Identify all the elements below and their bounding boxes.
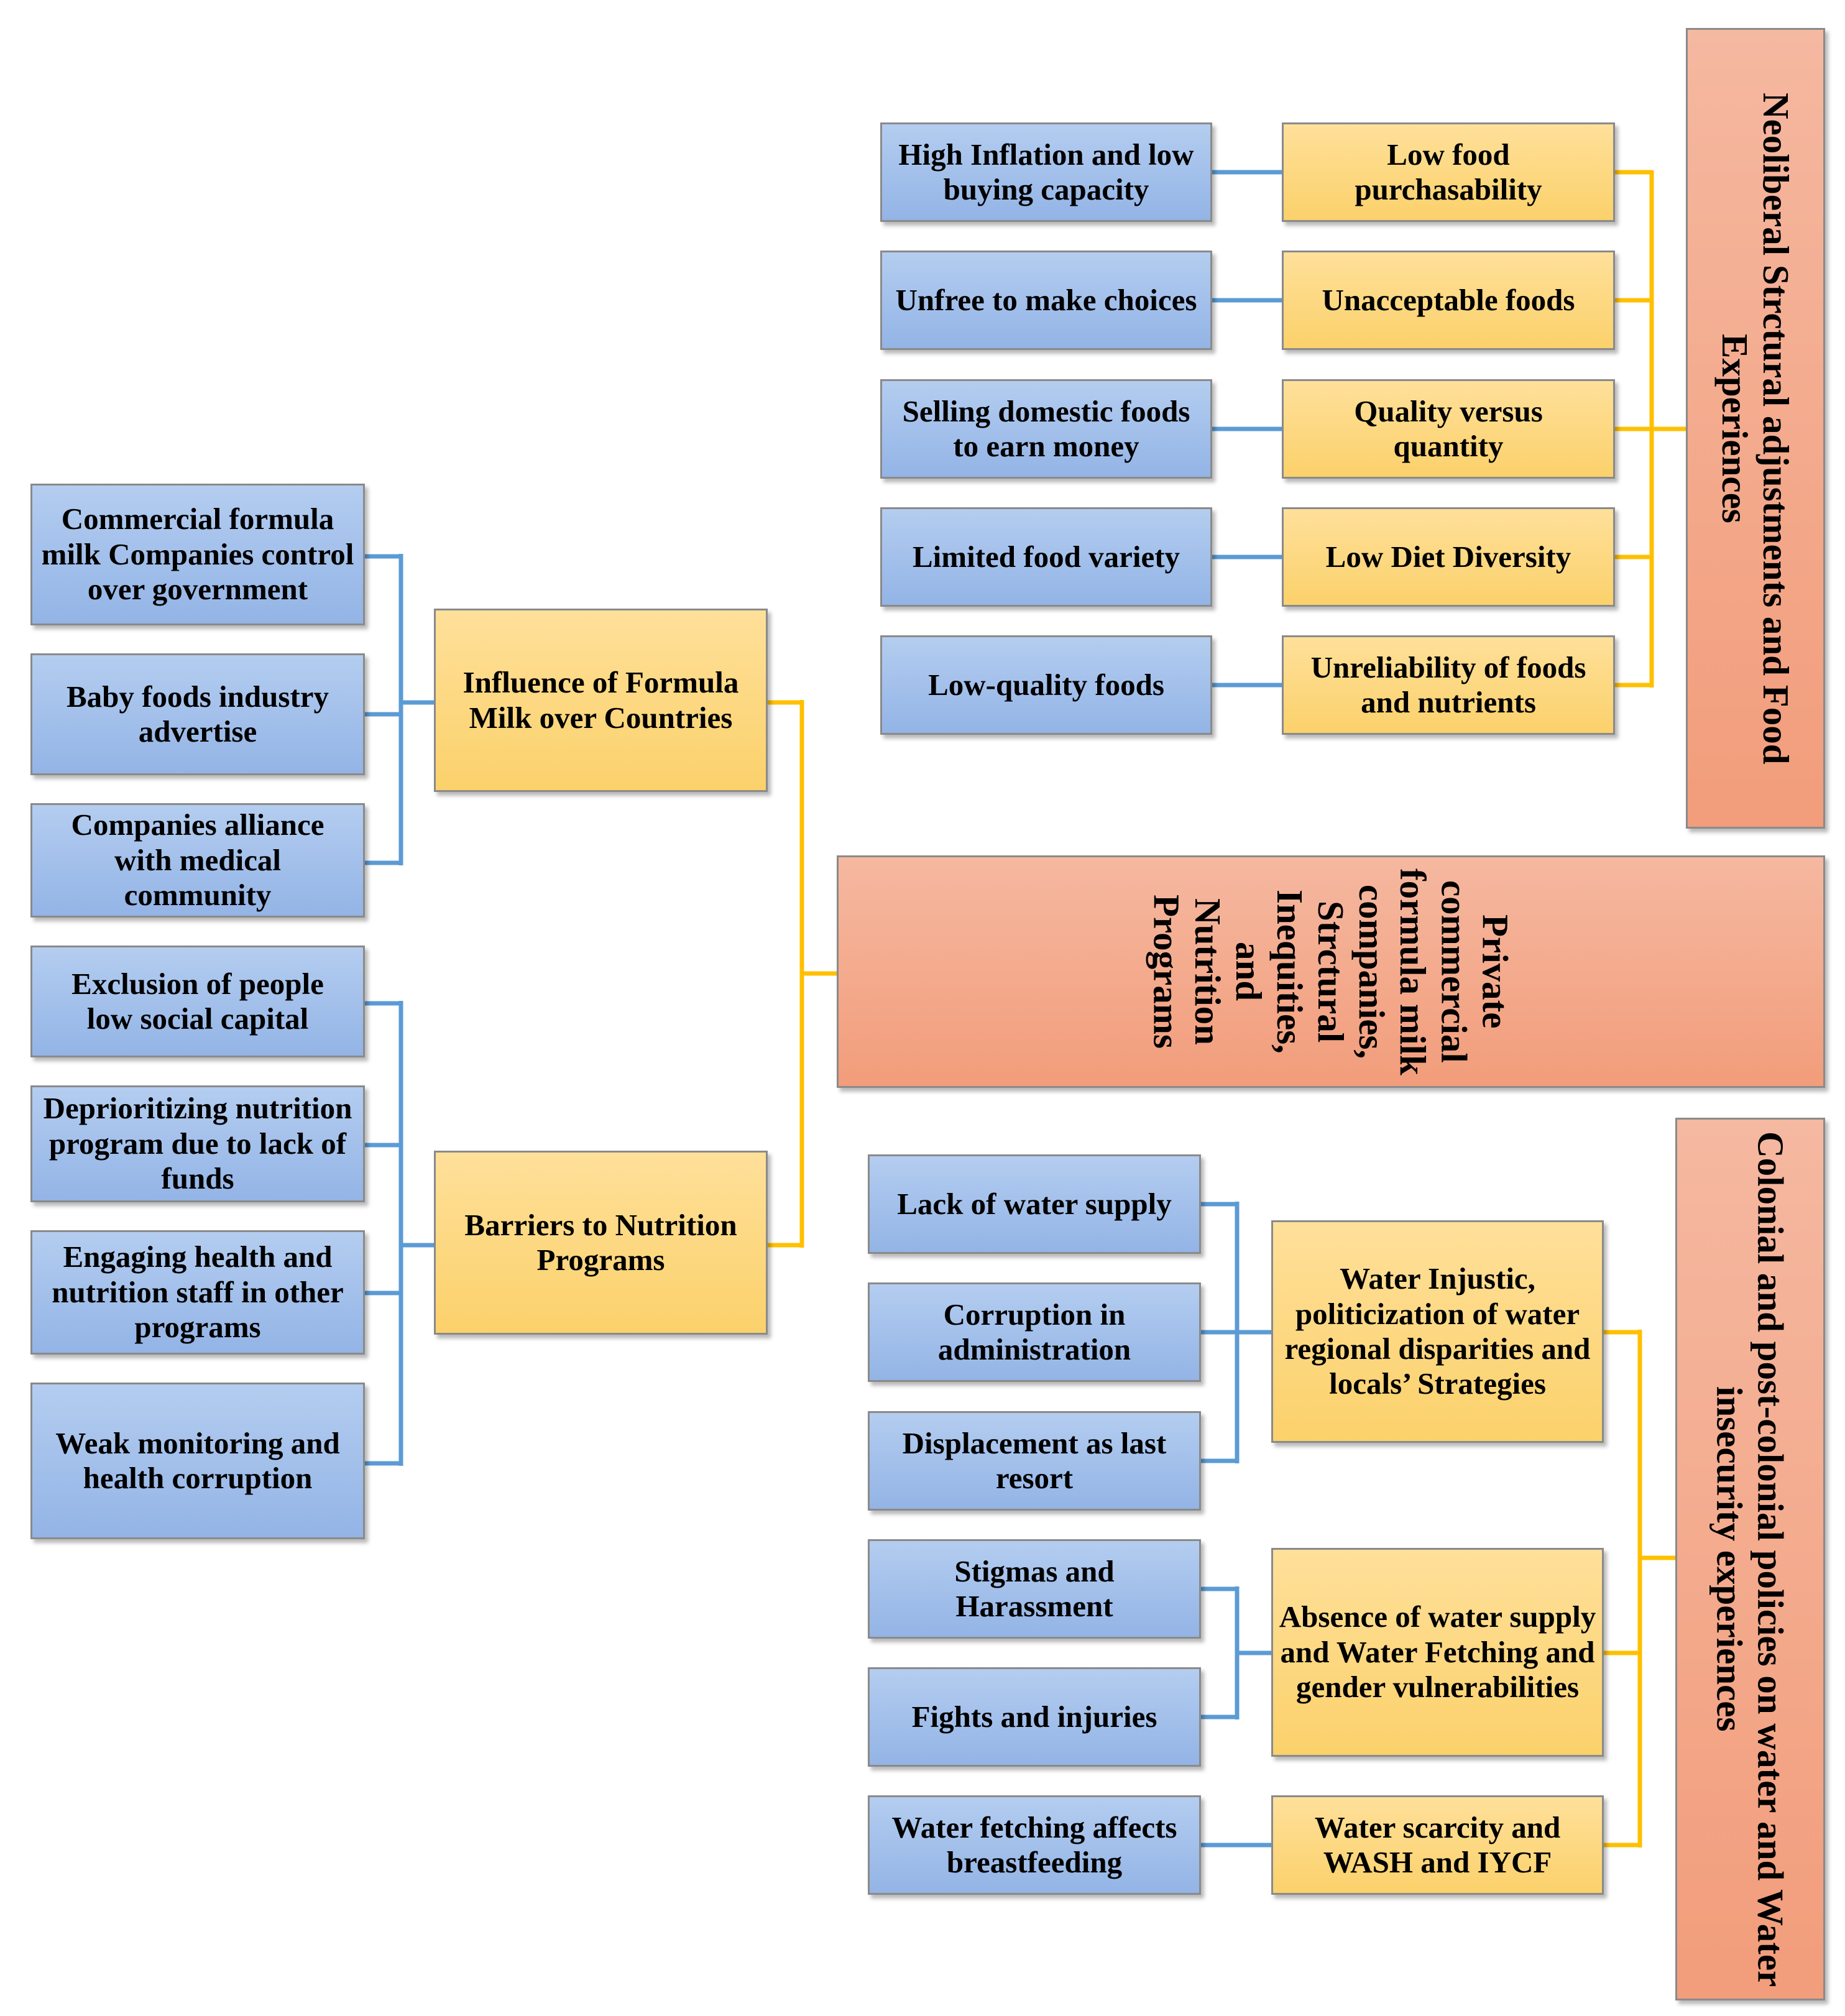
- subtheme-barriers-nutrition-label: Barriers to Nutrition Programs: [464, 1207, 737, 1277]
- code-commercial-control: Commercial formula milk Companies contro…: [30, 484, 365, 625]
- code-stigmas: Stigmas and Harassment: [868, 1539, 1201, 1639]
- subtheme-unacceptable-foods-label: Unacceptable foods: [1322, 282, 1575, 317]
- subtheme-water-scarcity: Water scarcity and WASH and IYCF: [1271, 1795, 1604, 1895]
- code-exclusion-people: Exclusion of people low social capital: [30, 946, 365, 1057]
- subtheme-unreliability-label: Unreliability of foods and nutrients: [1310, 650, 1586, 719]
- colonial-bracket: [1604, 1330, 1675, 1848]
- subtheme-influence-formula: Influence of Formula Milk over Countries: [434, 609, 768, 792]
- code-weak-monitoring: Weak monitoring and health corruption: [30, 1383, 365, 1539]
- formula-code-links: [365, 554, 434, 865]
- subtheme-unacceptable-foods: Unacceptable foods: [1282, 251, 1615, 350]
- subtheme-absence-water: Absence of water supply and Water Fetchi…: [1271, 1548, 1604, 1757]
- neoliberal-bracket: [1615, 170, 1686, 688]
- code-stigmas-label: Stigmas and Harassment: [954, 1553, 1115, 1623]
- code-lack-water-label: Lack of water supply: [897, 1186, 1172, 1221]
- theme-private: Private commercial formula milk companie…: [837, 855, 1825, 1088]
- subtheme-influence-formula-label: Influence of Formula Milk over Countries: [462, 665, 739, 735]
- subtheme-water-scarcity-label: Water scarcity and WASH and IYCF: [1314, 1810, 1561, 1879]
- subtheme-unreliability: Unreliability of foods and nutrients: [1282, 635, 1615, 735]
- code-fights: Fights and injuries: [868, 1667, 1201, 1767]
- code-exclusion-people-label: Exclusion of people low social capital: [71, 966, 324, 1036]
- code-limited-variety: Limited food variety: [880, 507, 1212, 607]
- code-water-fetching-bf-label: Water fetching affects breastfeeding: [891, 1810, 1177, 1879]
- code-engaging-staff-label: Engaging health and nutrition staff in o…: [52, 1240, 344, 1345]
- subtheme-water-injustice: Water Injustic, politicization of water …: [1271, 1220, 1604, 1443]
- theme-colonial-label: Colonial and post-colonial policies on w…: [1709, 1131, 1792, 1987]
- code-low-quality: Low-quality foods: [880, 635, 1212, 735]
- subtheme-low-diet-diversity-label: Low Diet Diversity: [1325, 539, 1571, 574]
- subtheme-quality-vs-quantity-label: Quality versus quantity: [1354, 394, 1543, 463]
- code-baby-foods-advertise-label: Baby foods industry advertise: [66, 679, 329, 748]
- code-low-quality-label: Low-quality foods: [928, 667, 1164, 702]
- private-bracket: [768, 700, 837, 1248]
- subtheme-quality-vs-quantity: Quality versus quantity: [1282, 379, 1615, 479]
- code-selling-domestic-label: Selling domestic foods to earn money: [902, 394, 1190, 463]
- subtheme-water-injustice-label: Water Injustic, politicization of water …: [1284, 1261, 1591, 1401]
- code-companies-alliance-label: Companies alliance with medical communit…: [71, 808, 324, 913]
- code-fights-label: Fights and injuries: [911, 1699, 1157, 1734]
- subtheme-low-diet-diversity: Low Diet Diversity: [1282, 507, 1615, 607]
- code-unfree-choices: Unfree to make choices: [880, 251, 1212, 350]
- code-deprioritizing-label: Deprioritizing nutrition program due to …: [43, 1091, 352, 1196]
- code-displacement: Displacement as last resort: [868, 1411, 1201, 1511]
- code-selling-domestic: Selling domestic foods to earn money: [880, 379, 1212, 479]
- code-corruption-admin-label: Corruption in administration: [937, 1297, 1131, 1366]
- code-deprioritizing: Deprioritizing nutrition program due to …: [30, 1085, 365, 1202]
- code-companies-alliance: Companies alliance with medical communit…: [30, 803, 365, 918]
- subtheme-barriers-nutrition: Barriers to Nutrition Programs: [434, 1151, 768, 1335]
- code-displacement-label: Displacement as last resort: [902, 1425, 1167, 1495]
- water-code-links: [1201, 1202, 1271, 1848]
- code-commercial-control-label: Commercial formula milk Companies contro…: [41, 502, 354, 607]
- code-water-fetching-bf: Water fetching affects breastfeeding: [868, 1795, 1201, 1895]
- code-high-inflation-label: High Inflation and low buying capacity: [898, 137, 1194, 206]
- code-unfree-choices-label: Unfree to make choices: [895, 282, 1197, 317]
- subtheme-low-food-purchasability: Low food purchasability: [1282, 122, 1615, 222]
- barriers-code-links: [365, 1001, 434, 1466]
- theme-colonial: Colonial and post-colonial policies on w…: [1675, 1118, 1825, 2000]
- theme-private-label: Private commercial formula milk companie…: [1146, 868, 1516, 1075]
- subtheme-absence-water-label: Absence of water supply and Water Fetchi…: [1279, 1599, 1596, 1705]
- code-lack-water: Lack of water supply: [868, 1154, 1201, 1254]
- code-engaging-staff: Engaging health and nutrition staff in o…: [30, 1230, 365, 1355]
- subtheme-low-food-purchasability-label: Low food purchasability: [1355, 137, 1542, 206]
- neoliberal-code-links: [1212, 170, 1282, 688]
- theme-neoliberal: Neoliberal Strctural adjustments and Foo…: [1686, 28, 1825, 829]
- code-high-inflation: High Inflation and low buying capacity: [880, 122, 1212, 222]
- code-baby-foods-advertise: Baby foods industry advertise: [30, 653, 365, 775]
- code-corruption-admin: Corruption in administration: [868, 1282, 1201, 1382]
- code-limited-variety-label: Limited food variety: [912, 539, 1180, 574]
- theme-neoliberal-label: Neoliberal Strctural adjustments and Foo…: [1714, 92, 1797, 765]
- code-weak-monitoring-label: Weak monitoring and health corruption: [55, 1425, 340, 1495]
